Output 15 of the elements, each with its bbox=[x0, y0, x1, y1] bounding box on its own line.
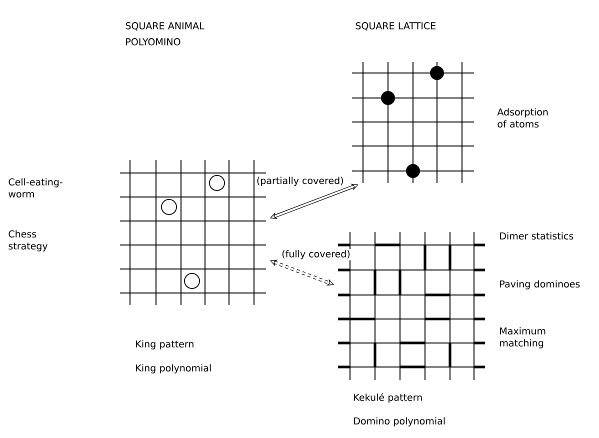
lattice-drawing bbox=[352, 62, 474, 184]
edge-label: (partially covered) bbox=[257, 176, 343, 186]
heading: SQUARE LATTICE bbox=[356, 22, 436, 30]
caption-text: Cell-eating-worm bbox=[8, 178, 62, 198]
caption-text: King polynomial bbox=[136, 364, 211, 374]
caption-text: King pattern bbox=[136, 340, 194, 350]
heading: SQUARE ANIMAL POLYOMINO bbox=[126, 22, 204, 46]
caption-text: Kekulé pattern bbox=[354, 393, 422, 403]
edge-label: (fully covered) bbox=[282, 250, 350, 260]
caption-text: Chess strategy bbox=[8, 230, 48, 252]
caption-text: Domino polynomial bbox=[354, 417, 445, 426]
caption-text: Dimer statistics bbox=[500, 232, 574, 240]
caption-text: Adsorption of atoms bbox=[497, 108, 548, 128]
caption-text: Paving dominoes bbox=[500, 280, 580, 290]
caption-text: Maximum matching bbox=[500, 327, 546, 348]
